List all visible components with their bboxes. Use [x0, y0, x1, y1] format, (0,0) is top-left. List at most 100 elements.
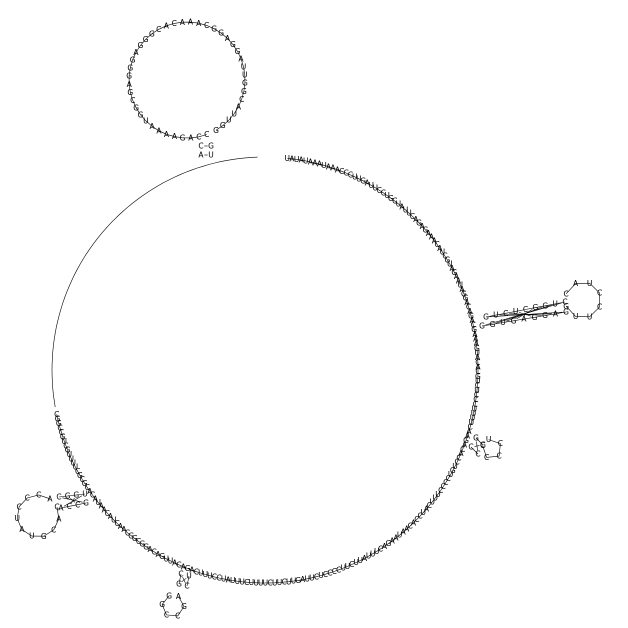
main-loop-base: C	[441, 482, 446, 491]
base-pair-bond	[181, 577, 187, 583]
main-loop-base: U	[291, 577, 297, 586]
right-hairpin-stem-3-backbone	[481, 311, 567, 327]
main-loop-base: A	[317, 160, 323, 169]
main-loop-base: C	[216, 574, 221, 583]
main-loop-base: U	[369, 181, 375, 190]
main-loop-base: C	[194, 567, 199, 576]
right-hairpin-stem-3-base: G	[542, 311, 548, 320]
top-hairpin-loop-base: C	[204, 21, 209, 30]
main-loop-base: U	[475, 377, 481, 386]
main-loop-base: A	[189, 566, 195, 575]
main-loop-base: A	[108, 512, 114, 521]
left-hairpin-loop-base: C	[25, 494, 30, 503]
right-hairpin-stem-3-base: G	[511, 316, 517, 325]
main-loop-base: G	[422, 225, 428, 234]
main-loop-base: U	[69, 454, 75, 463]
main-loop-base: U	[340, 564, 346, 573]
top-hairpin-loop-base: A	[196, 19, 202, 28]
top-hairpin-loop-base: G	[211, 24, 217, 33]
top-hairpin-loop-base: G	[126, 72, 132, 81]
main-loop-base: U	[318, 571, 324, 580]
left-hairpin-loop-base: G	[41, 532, 47, 541]
main-loop-base: A	[102, 505, 108, 514]
main-loop-base: C	[466, 303, 471, 312]
main-loop-base: U	[447, 260, 453, 269]
main-loop-base: C	[438, 486, 443, 495]
main-loop-base: U	[71, 459, 77, 468]
main-loop-base: A	[181, 562, 187, 571]
bottom-hairpin-loop-base: C	[175, 612, 180, 621]
main-loop-base: G	[77, 471, 83, 480]
right-hairpin-stem-3-base: G	[490, 320, 496, 329]
left-hairpin-loop-base: C	[51, 525, 56, 534]
bottom-hairpin-loop-base: C	[164, 611, 169, 620]
main-loop-base: C	[85, 483, 90, 492]
main-loop-base: A	[390, 537, 396, 546]
main-loop-base: A	[93, 494, 99, 503]
main-loop-base: U	[207, 571, 213, 580]
left-hairpin-loop-base: C	[54, 503, 59, 512]
main-loop-base: G	[185, 564, 191, 573]
main-loop-base: C	[434, 240, 439, 249]
main-loop-base: C	[349, 560, 354, 569]
main-loop-base: U	[448, 470, 454, 479]
top-hairpin-loop-base: C	[130, 96, 135, 105]
main-loop-base: U	[440, 248, 446, 257]
main-loop-base: A	[426, 229, 432, 238]
main-loop-base: A	[456, 276, 462, 285]
top-hairpin-loop-base: A	[164, 130, 170, 139]
main-loop-base: A	[413, 215, 419, 224]
right-hairpin-stem-5-backbone	[485, 301, 566, 318]
top-hairpin-loop-base: G	[218, 29, 224, 38]
main-loop-base: G	[468, 312, 474, 321]
bottom-hairpin-loop-base: G	[159, 600, 165, 609]
main-loop-base: A	[308, 158, 314, 167]
main-loop-base: G	[143, 542, 149, 551]
main-loop-base: A	[458, 449, 464, 458]
main-loop-base: U	[258, 579, 264, 588]
right-hairpin-stem-5-base: C	[523, 305, 528, 314]
main-loop-base: G	[360, 177, 366, 186]
main-loop-base: G	[60, 433, 66, 442]
main-loop-base: U	[249, 578, 255, 587]
main-loop-base: A	[399, 203, 405, 212]
main-loop-base: U	[73, 463, 79, 472]
main-loop-base: A	[393, 534, 399, 543]
main-loop-base: C	[57, 424, 62, 433]
main-loop-base: U	[432, 494, 438, 503]
small-hairpin-loop-base: U	[486, 435, 492, 444]
main-loop-base: U	[421, 508, 427, 517]
main-loop-base: C	[176, 561, 181, 570]
main-loop-base: G	[65, 446, 71, 455]
right-hairpin-stem-3-base: G	[479, 322, 485, 331]
left-hairpin-loop-backbone	[16, 494, 60, 537]
main-loop-base: G	[159, 552, 165, 561]
main-loop-base: U	[358, 556, 364, 565]
main-loop-base: C	[454, 458, 459, 467]
top-hairpin-loop-base: G	[143, 35, 149, 44]
main-loop-base: A	[365, 179, 371, 188]
backbone-layer	[16, 21, 600, 617]
main-loop-base: A	[299, 156, 305, 165]
bottom-hairpin-stem-3-base: C	[184, 582, 189, 591]
top-hairpin-loop-base: G	[235, 47, 241, 56]
right-hairpin-loop-base: U	[573, 312, 579, 321]
top-hairpin-loop-base: A	[236, 102, 242, 111]
main-loop-base: C	[414, 515, 419, 524]
main-loop-base: U	[168, 557, 174, 566]
top-hairpin-loop-base: A	[188, 134, 194, 143]
main-loop-upper-left-backbone	[51, 156, 258, 408]
main-loop-base: C	[475, 367, 480, 376]
main-loop-base: A	[172, 559, 178, 568]
main-loop-base: A	[475, 353, 481, 362]
top-hairpin-loop-base: A	[133, 48, 139, 57]
main-loop-base: A	[362, 554, 368, 563]
main-loop-base: C	[327, 568, 332, 577]
left-hairpin-loop-base: U	[14, 514, 20, 523]
main-loop-base: C	[442, 252, 447, 261]
main-loop-base: C	[151, 547, 156, 556]
main-loop-base: C	[59, 428, 64, 437]
bottom-hairpin-stem-3-base: U	[186, 572, 192, 581]
main-loop-base: C	[410, 212, 415, 221]
